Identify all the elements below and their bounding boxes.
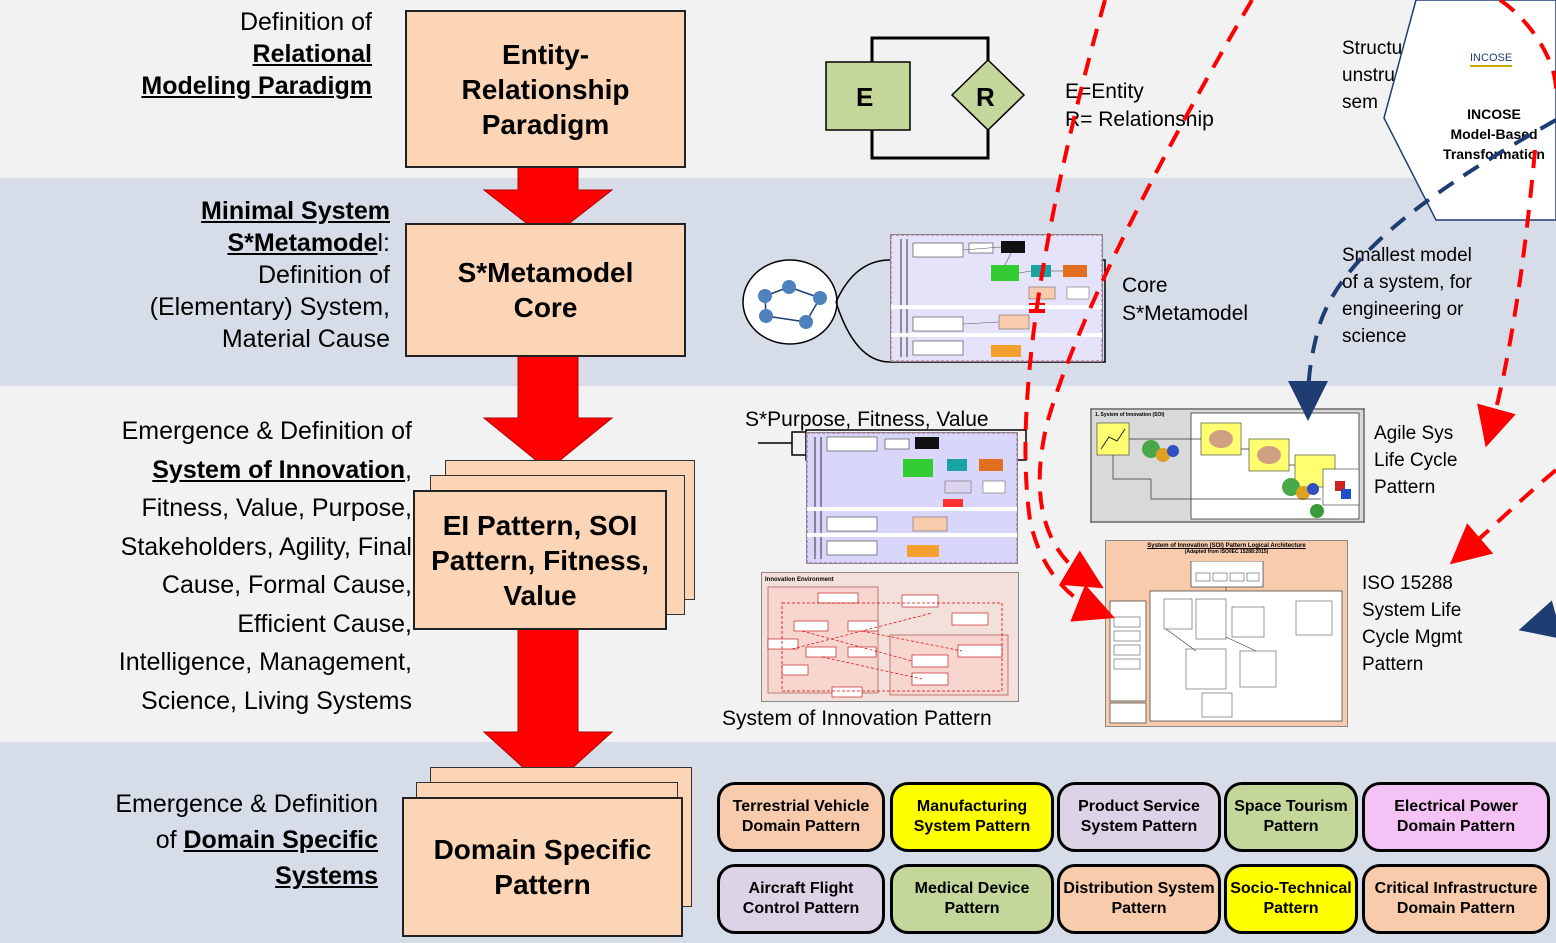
arrow-down-2 <box>482 354 614 471</box>
iso-text: ISO 15288 System Life Cycle Mgmt Pattern <box>1362 573 1463 675</box>
graph-node <box>799 315 813 329</box>
label-relational: Definition of Relational Modeling Paradi… <box>141 8 372 100</box>
graph-node <box>758 289 772 303</box>
arrow-down-3 <box>482 627 614 791</box>
label-domain-specific: Emergence & Definition of Domain Specifi… <box>115 790 378 890</box>
soi-caption: System of Innovation Pattern <box>722 707 992 730</box>
label-system-of-innovation: Emergence & Definition of System of Inno… <box>118 417 412 715</box>
blue-dashed-arrow-2 <box>1518 600 1556 639</box>
box-domain-specific: Domain Specific Pattern <box>402 797 683 937</box>
blue-dashed-arrow-1 <box>1288 118 1556 421</box>
pill-distribution-system: Distribution System Pattern <box>1057 864 1221 934</box>
agile-soi-thumbnail: 1. System of Innovation (SOI) <box>1090 408 1365 523</box>
pill-socio-technical: Socio-Technical Pattern <box>1224 864 1358 934</box>
graph-node <box>782 280 796 294</box>
core-label: Core S*Metamodel <box>1122 274 1249 325</box>
pill-aircraft-flight-control: Aircraft Flight Control Pattern <box>717 864 885 934</box>
entity-letter: E <box>856 82 874 112</box>
agile-text: Agile Sys Life Cycle Pattern <box>1374 423 1458 498</box>
relationship-diamond <box>950 58 1026 132</box>
pill-terrestrial-vehicle: Terrestrial Vehicle Domain Pattern <box>717 782 885 852</box>
incose-label: INCOSE Model-Based Transformation <box>1443 106 1545 162</box>
pill-product-service: Product Service System Pattern <box>1057 782 1221 852</box>
band-relational <box>0 0 1556 178</box>
label-minimal-system: Minimal System S*Metamodel: Definition o… <box>149 197 390 353</box>
graph-ellipse <box>742 259 838 345</box>
pill-electrical-power: Electrical Power Domain Pattern <box>1362 782 1550 852</box>
core-metamodel-thumbnail <box>890 234 1103 362</box>
er-legend: E=Entity R= Relationship <box>1065 80 1214 131</box>
pill-manufacturing: Manufacturing System Pattern <box>890 782 1054 852</box>
purpose-label: S*Purpose, Fitness, Value <box>745 408 989 431</box>
soi-architecture-thumbnail: System of Innovation (SOI) Pattern Logic… <box>1105 540 1348 727</box>
smallest-model-text: Smallest model of a system, for engineer… <box>1342 245 1472 347</box>
red-dashed-arrow-2 <box>1037 0 1254 589</box>
pill-critical-infrastructure: Critical Infrastructure Domain Pattern <box>1362 864 1550 934</box>
soi-arch-title: System of Innovation (SOI) Pattern Logic… <box>1147 543 1306 549</box>
pill-space-tourism: Space Tourism Pattern <box>1224 782 1358 852</box>
innovation-pattern-thumbnail: Innovation Environment <box>761 572 1019 702</box>
structured-text: Structu unstru sem <box>1342 38 1403 113</box>
box-metamodel-core: S*Metamodel Core <box>405 223 686 357</box>
innovation-env-text: Innovation Environment <box>765 577 834 583</box>
relationship-letter: R <box>976 82 995 112</box>
entity-box <box>825 61 911 131</box>
red-dashed-arrow-4 <box>1477 149 1537 448</box>
soi-arch-subtitle: (Adapted from ISO/IEC 15288:2015) <box>1184 549 1269 555</box>
incose-logo: INCOSE <box>1470 52 1513 67</box>
red-dashed-arrow-5 <box>1449 468 1556 565</box>
graph-node <box>759 309 773 323</box>
box-entity-relationship: Entity-Relationship Paradigm <box>405 10 686 168</box>
red-dashed-arrow-1 <box>1023 0 1115 622</box>
pill-medical-device: Medical Device Pattern <box>890 864 1054 934</box>
purpose-metamodel-thumbnail <box>806 432 1018 564</box>
agile-title-text: 1. System of Innovation (SOI) <box>1095 412 1165 418</box>
red-dashed-arrow-3 <box>1498 0 1556 91</box>
box-ei-pattern: EI Pattern, SOI Pattern, Fitness, Value <box>413 490 667 630</box>
graph-node <box>813 291 827 305</box>
